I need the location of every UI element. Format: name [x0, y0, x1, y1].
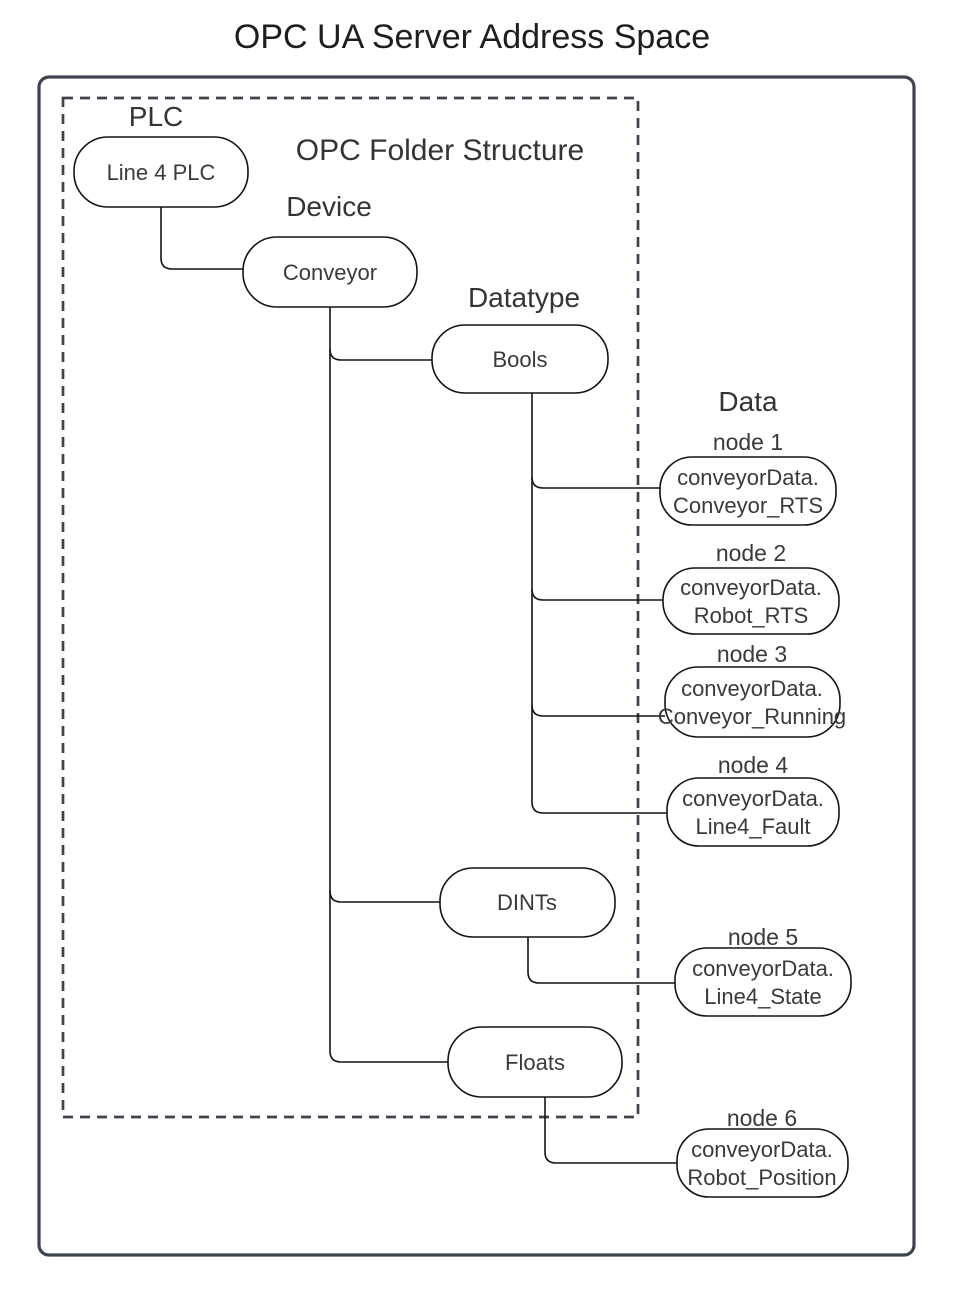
level-label-data: Data	[718, 386, 778, 417]
folder-node-dints: DINTs	[439, 867, 616, 938]
connector-bools-to-node3	[531, 704, 665, 717]
data-node-6-shape	[676, 1128, 849, 1198]
folder-node-conveyor: Conveyor	[242, 236, 418, 308]
data-node-3-caption: node 3	[717, 641, 787, 667]
level-label-datatype: Datatype	[468, 282, 580, 313]
folder-node-line4-plc: Line 4 PLC	[73, 136, 249, 208]
data-node-6: node 6 conveyorData. Robot_Position	[676, 1105, 849, 1198]
data-node-2: node 2 conveyorData. Robot_RTS	[662, 540, 840, 635]
folder-node-floats: Floats	[447, 1026, 623, 1098]
address-space-frame	[37, 75, 916, 1257]
data-node-4-caption: node 4	[718, 752, 789, 778]
data-node-5-line1: conveyorData.	[692, 956, 834, 981]
data-node-4-shape	[666, 777, 840, 847]
data-node-3-line1: conveyorData.	[681, 676, 823, 701]
folder-node-bools: Bools	[431, 324, 609, 394]
data-node-2-caption: node 2	[716, 540, 786, 566]
data-node-2-line2: Robot_RTS	[694, 603, 809, 628]
level-label-device: Device	[286, 191, 372, 222]
connector-bools-to-node2	[531, 588, 663, 601]
data-node-1-line1: conveyorData.	[677, 465, 819, 490]
connector-bools-to-node1	[531, 476, 660, 489]
data-node-2-shape	[662, 567, 840, 635]
connector-conveyor-to-bools	[329, 348, 432, 361]
data-node-2-line1: conveyorData.	[680, 575, 822, 600]
folder-node-conveyor-label: Conveyor	[283, 260, 377, 285]
diagram-title: OPC UA Server Address Space	[234, 18, 710, 56]
data-node-3-shape	[664, 666, 841, 738]
data-node-4-line1: conveyorData.	[682, 786, 824, 811]
data-node-4: node 4 conveyorData. Line4_Fault	[666, 752, 840, 847]
folder-node-dints-label: DINTs	[497, 890, 557, 915]
data-node-6-line2: Robot_Position	[687, 1165, 836, 1190]
connector-dints-to-node5	[527, 937, 675, 984]
level-label-plc: PLC	[129, 101, 183, 132]
data-node-4-line2: Line4_Fault	[696, 814, 811, 839]
data-node-6-caption: node 6	[727, 1105, 797, 1131]
connector-plc-to-conveyor	[160, 207, 243, 270]
data-node-5-line2: Line4_State	[704, 984, 821, 1009]
opc-folder-structure-boundary	[61, 96, 640, 1119]
data-node-1-shape	[659, 456, 837, 526]
connector-floats-to-node6	[544, 1097, 677, 1164]
opc-folder-structure-label: OPC Folder Structure	[296, 134, 584, 167]
folder-node-floats-shape	[447, 1026, 623, 1098]
folder-node-bools-label: Bools	[492, 347, 547, 372]
data-node-6-line1: conveyorData.	[691, 1137, 833, 1162]
folder-node-line4-plc-label: Line 4 PLC	[107, 160, 216, 185]
connector-bools-trunk-to-node4	[531, 393, 667, 814]
connector-conveyor-to-dints	[329, 890, 440, 903]
data-node-5-caption: node 5	[728, 924, 798, 950]
data-node-3: node 3 conveyorData. Conveyor_Running	[658, 641, 846, 738]
data-node-1-line2: Conveyor_RTS	[673, 493, 823, 518]
data-node-1: node 1 conveyorData. Conveyor_RTS	[659, 429, 837, 526]
data-node-5-shape	[674, 947, 852, 1017]
folder-node-dints-shape	[439, 867, 616, 938]
folder-node-floats-label: Floats	[505, 1050, 565, 1075]
folder-node-bools-shape	[431, 324, 609, 394]
data-node-5: node 5 conveyorData. Line4_State	[674, 924, 852, 1017]
data-node-3-line2: Conveyor_Running	[658, 704, 846, 729]
folder-node-conveyor-shape	[242, 236, 418, 308]
folder-node-line4-plc-shape	[73, 136, 249, 208]
connector-conveyor-trunk-to-floats	[329, 307, 448, 1063]
data-node-1-caption: node 1	[713, 429, 783, 455]
